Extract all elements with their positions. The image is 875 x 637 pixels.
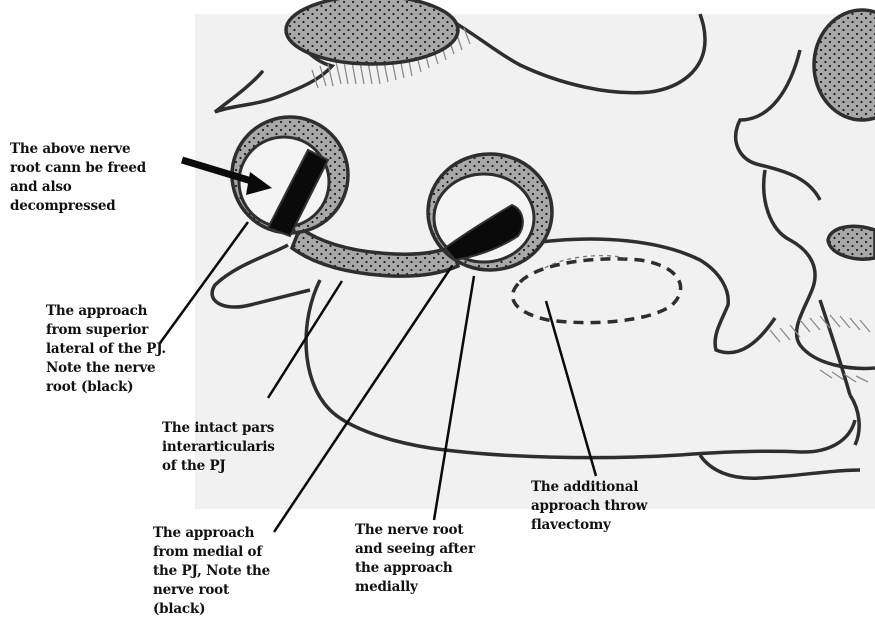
medial-approach-ring [428,154,552,270]
label-nerve-root-medially: The nerve root and seeing after the appr… [355,521,475,597]
label-intact-pars: The intact pars interarticularis of the … [162,419,275,476]
label-medial-approach: The approach from medial of the PJ, Note… [153,524,270,619]
label-flavectomy-approach: The additional approach throw flavectomy [531,478,647,535]
top-stippled-body [286,0,458,64]
label-superior-lateral-approach: The approach from superior lateral of th… [46,302,166,397]
label-above-nerve-root: The above nerve root cann be freed and a… [10,140,146,216]
